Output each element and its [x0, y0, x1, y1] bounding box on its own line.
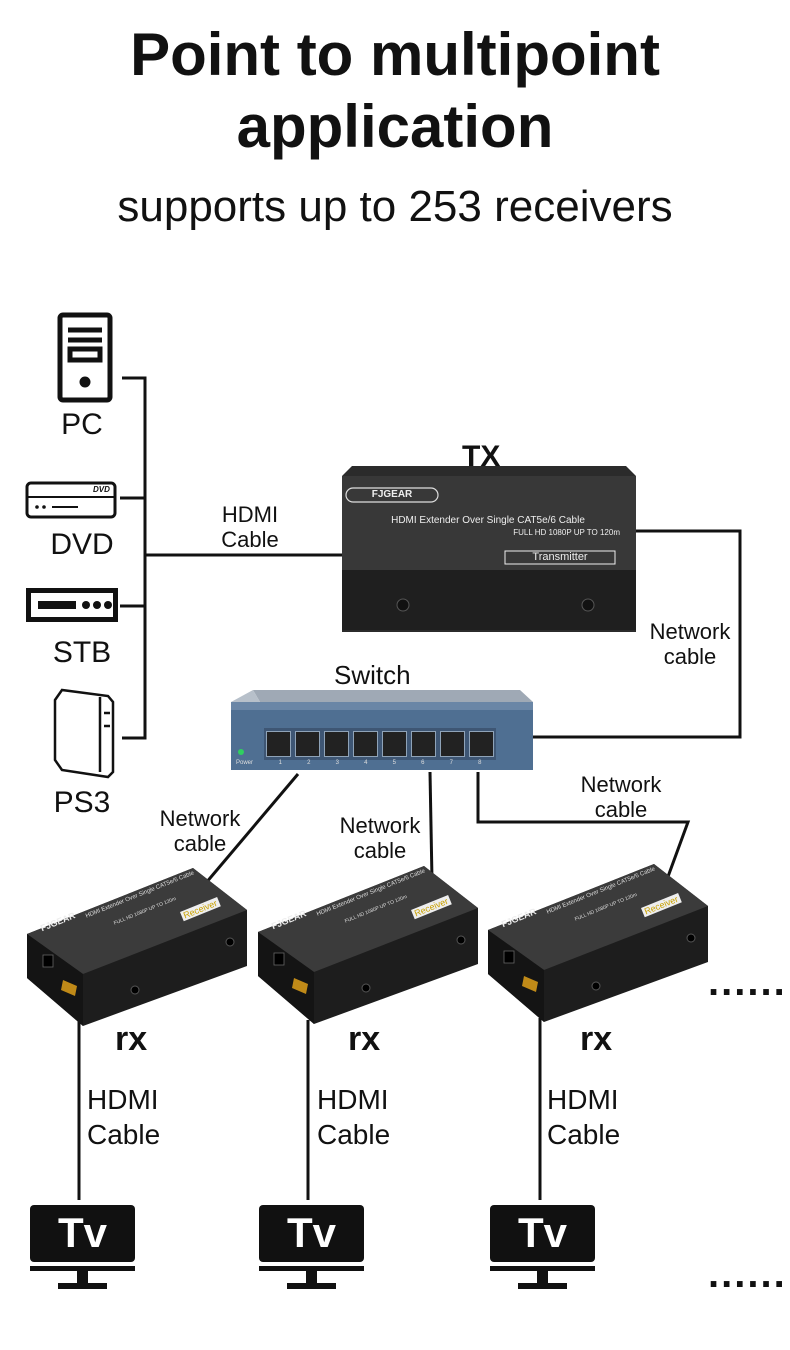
switch-port-number: 3	[335, 760, 339, 766]
tx-brand-logo: FJGEAR	[371, 489, 413, 500]
rx3-hdmi-cable-label-line2: Cable	[547, 1119, 621, 1150]
rx1-network-cable-label-line1: Network	[159, 806, 241, 831]
rx3-network-cable	[476, 772, 691, 894]
tv-screen-3	[490, 1205, 595, 1262]
rx2-hdmi-cable-label-line1: HDMI	[317, 1084, 389, 1115]
source-label-dvd: DVD	[50, 528, 114, 561]
tv-stand-3	[537, 1271, 548, 1283]
tv-base-1	[58, 1283, 107, 1289]
switch-port-number: 1	[278, 760, 282, 766]
rx3-network-cable-label: Network cable	[576, 772, 666, 822]
ps3-console-icon	[53, 688, 115, 779]
switch-port-number: 5	[392, 760, 396, 766]
tv-base-3	[518, 1283, 567, 1289]
switch-port[interactable]	[266, 731, 291, 757]
hdmi-input-cable-label-line2: Cable	[221, 527, 279, 552]
rx1-hdmi-cable-label-line1: HDMI	[87, 1084, 159, 1115]
switch-port-number: 4	[364, 760, 368, 766]
tx-product-text: HDMI Extender Over Single CAT5e/6 Cable	[391, 515, 585, 526]
rx1-network-cable-label: Network cable	[155, 806, 245, 856]
switch-port[interactable]	[440, 731, 465, 757]
switch-port-row	[266, 731, 494, 757]
title-line-2: application	[236, 93, 554, 160]
tv-icon-3: Tv	[490, 1205, 595, 1295]
dvd-player-icon: DVD	[25, 481, 117, 519]
tx-network-cable-label-line2: cable	[663, 644, 717, 669]
rx2-network-cable	[428, 771, 434, 881]
tx-role-text: Transmitter	[532, 551, 588, 563]
tv-bezel-2	[259, 1266, 364, 1271]
receiver-device-3: FJGEAR HDMI Extender Over Single CAT5e/6…	[486, 862, 711, 1022]
more-tvs-indicator: ......	[708, 1252, 787, 1296]
svg-text:DVD: DVD	[93, 485, 110, 494]
rx2-hdmi-cable-label: HDMI Cable	[317, 1082, 390, 1152]
title-line-1: Point to multipoint	[130, 21, 660, 88]
switch-port[interactable]	[382, 731, 407, 757]
switch-port[interactable]	[295, 731, 320, 757]
switch-port-number: 2	[307, 760, 311, 766]
switch-port[interactable]	[469, 731, 494, 757]
rx2-hdmi-cable-label-line2: Cable	[317, 1119, 391, 1150]
rx1-network-cable	[198, 773, 300, 891]
switch-port[interactable]	[411, 731, 436, 757]
tx-network-cable	[528, 529, 742, 739]
tv-icon-2: Tv	[259, 1205, 364, 1295]
switch-port-number: 7	[449, 760, 453, 766]
switch-port-numbers: 1 2 3 4 5 6 7 8	[266, 760, 494, 766]
tv-bezel-1	[30, 1266, 135, 1271]
tv-base-2	[287, 1283, 336, 1289]
rx3-network-cable-label-line1: Network	[580, 772, 662, 797]
network-switch-device	[231, 690, 533, 770]
subtitle: supports up to 253 receivers	[117, 182, 673, 231]
tv-bezel-3	[490, 1266, 595, 1271]
pc-tower-icon	[57, 312, 113, 403]
receiver-device-2: FJGEAR HDMI Extender Over Single CAT5e/6…	[256, 864, 481, 1024]
receiver-body-1	[27, 868, 247, 1026]
tx-label: TX	[462, 440, 501, 473]
source-bus-lines	[120, 376, 342, 740]
tx-network-cable-label-line1: Network	[649, 619, 731, 644]
tv-icon-1: Tv	[30, 1205, 135, 1295]
hdmi-input-cable-label: HDMI Cable	[210, 502, 290, 552]
switch-port[interactable]	[353, 731, 378, 757]
receiver-body-3	[488, 864, 708, 1022]
tv-screen-1	[30, 1205, 135, 1262]
more-receivers-indicator: ......	[708, 960, 787, 1004]
transmitter-device	[342, 466, 636, 632]
tv-label-3: Tv	[517, 1209, 567, 1256]
rx2-label: rx	[348, 1020, 381, 1058]
tv-label-2: Tv	[286, 1209, 336, 1256]
rx2-network-cable-label: Network cable	[335, 813, 425, 863]
hdmi-input-cable-label-line1: HDMI	[221, 502, 279, 527]
tv-stand-1	[77, 1271, 88, 1283]
rx3-network-cable-label-line2: cable	[594, 797, 648, 822]
rx1-network-cable-label-line2: cable	[173, 831, 227, 856]
rx3-hdmi-cable-label: HDMI Cable	[547, 1082, 620, 1152]
switch-port-number: 8	[478, 760, 482, 766]
tx-spec-text: FULL HD 1080P UP TO 120m	[513, 528, 620, 537]
source-label-pc: PC	[61, 408, 103, 441]
rx2-network-cable-label-line1: Network	[339, 813, 421, 838]
rx1-hdmi-cable-label: HDMI Cable	[87, 1082, 160, 1152]
switch-label: Switch	[334, 660, 411, 690]
switch-power-text: Power	[236, 760, 254, 766]
receiver-device-1: FJGEAR HDMI Extender Over Single CAT5e/6…	[25, 866, 250, 1026]
switch-port[interactable]	[324, 731, 349, 757]
source-label-ps3: PS3	[53, 786, 111, 819]
rx1-hdmi-cable-label-line2: Cable	[87, 1119, 161, 1150]
switch-port-number: 6	[421, 760, 425, 766]
rx2-network-cable-label-line2: cable	[353, 838, 407, 863]
rx3-hdmi-cable-label-line1: HDMI	[547, 1084, 619, 1115]
receiver-body-2	[258, 866, 478, 1024]
rx1-label: rx	[115, 1020, 148, 1058]
tv-screen-2	[259, 1205, 364, 1262]
source-label-stb: STB	[52, 636, 112, 669]
set-top-box-icon	[26, 588, 118, 622]
tv-label-1: Tv	[57, 1209, 107, 1256]
tx-network-cable-label: Network cable	[645, 619, 735, 669]
tv-stand-2	[306, 1271, 317, 1283]
rx3-label: rx	[580, 1020, 613, 1058]
